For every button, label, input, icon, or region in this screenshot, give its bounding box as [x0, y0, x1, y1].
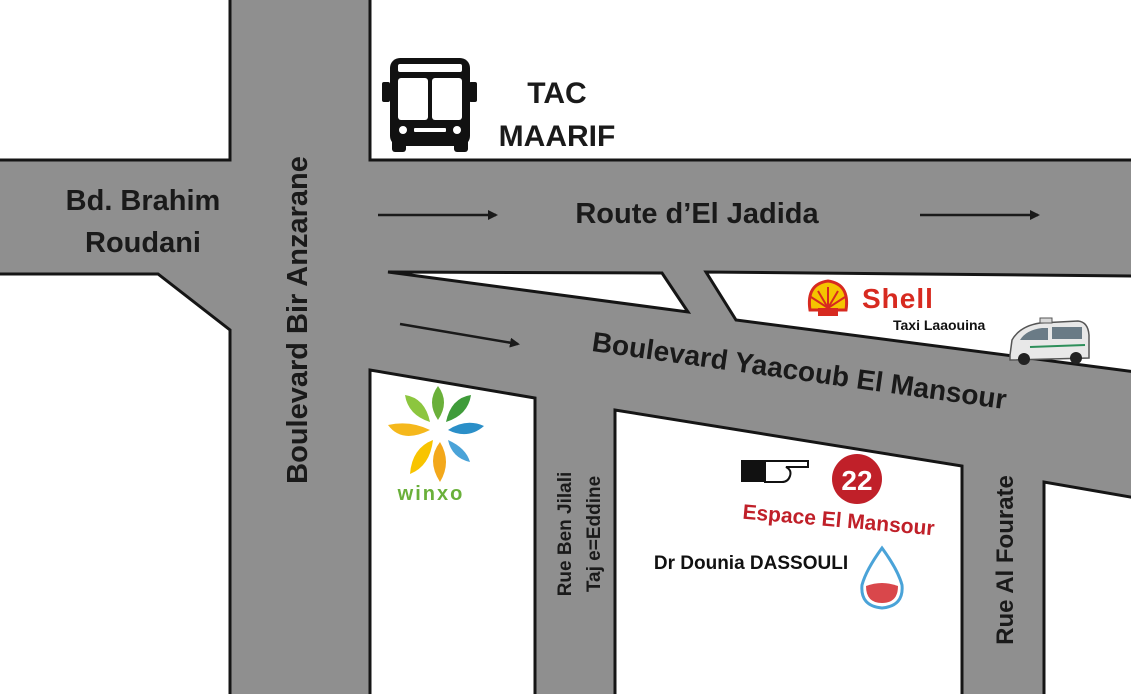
taxi-label: Taxi Laaouina [893, 317, 986, 333]
road-label-al-fourate: Rue Al Fourate [992, 475, 1019, 645]
road-island [387, 270, 692, 314]
pointing-hand-icon [741, 460, 809, 483]
water-drop-icon [860, 545, 904, 610]
road-label-ben-jilali: Rue Ben Jilali [555, 472, 576, 597]
road-label-bir-anzarane: Boulevard Bir Anzarane [282, 156, 314, 484]
road-label-brahim-roudani: Bd. Brahim [66, 185, 221, 217]
doctor-name-label: Dr Dounia DASSOULI [654, 553, 848, 574]
road-label-route-el-jadida: Route d’El Jadida [575, 198, 819, 230]
bus-stop-label-2: MAARIF [499, 120, 616, 153]
road-label-taj-eddine: Taj e=Eddine [584, 476, 605, 592]
direction-arrows [378, 210, 1040, 348]
bus-icon [382, 58, 477, 152]
road-label-brahim-roudani-2: Roudani [85, 227, 201, 259]
shell-label: Shell [862, 283, 934, 314]
winxo-label: winxo [397, 483, 465, 505]
street-number: 22 [841, 465, 872, 496]
shell-logo-icon [807, 279, 849, 316]
street-number-badge [832, 454, 882, 504]
direction-arrow-icon [399, 322, 520, 348]
bus-stop-label: TAC [527, 77, 586, 110]
taxi-icon [1009, 317, 1090, 365]
winxo-logo-icon [388, 386, 484, 482]
